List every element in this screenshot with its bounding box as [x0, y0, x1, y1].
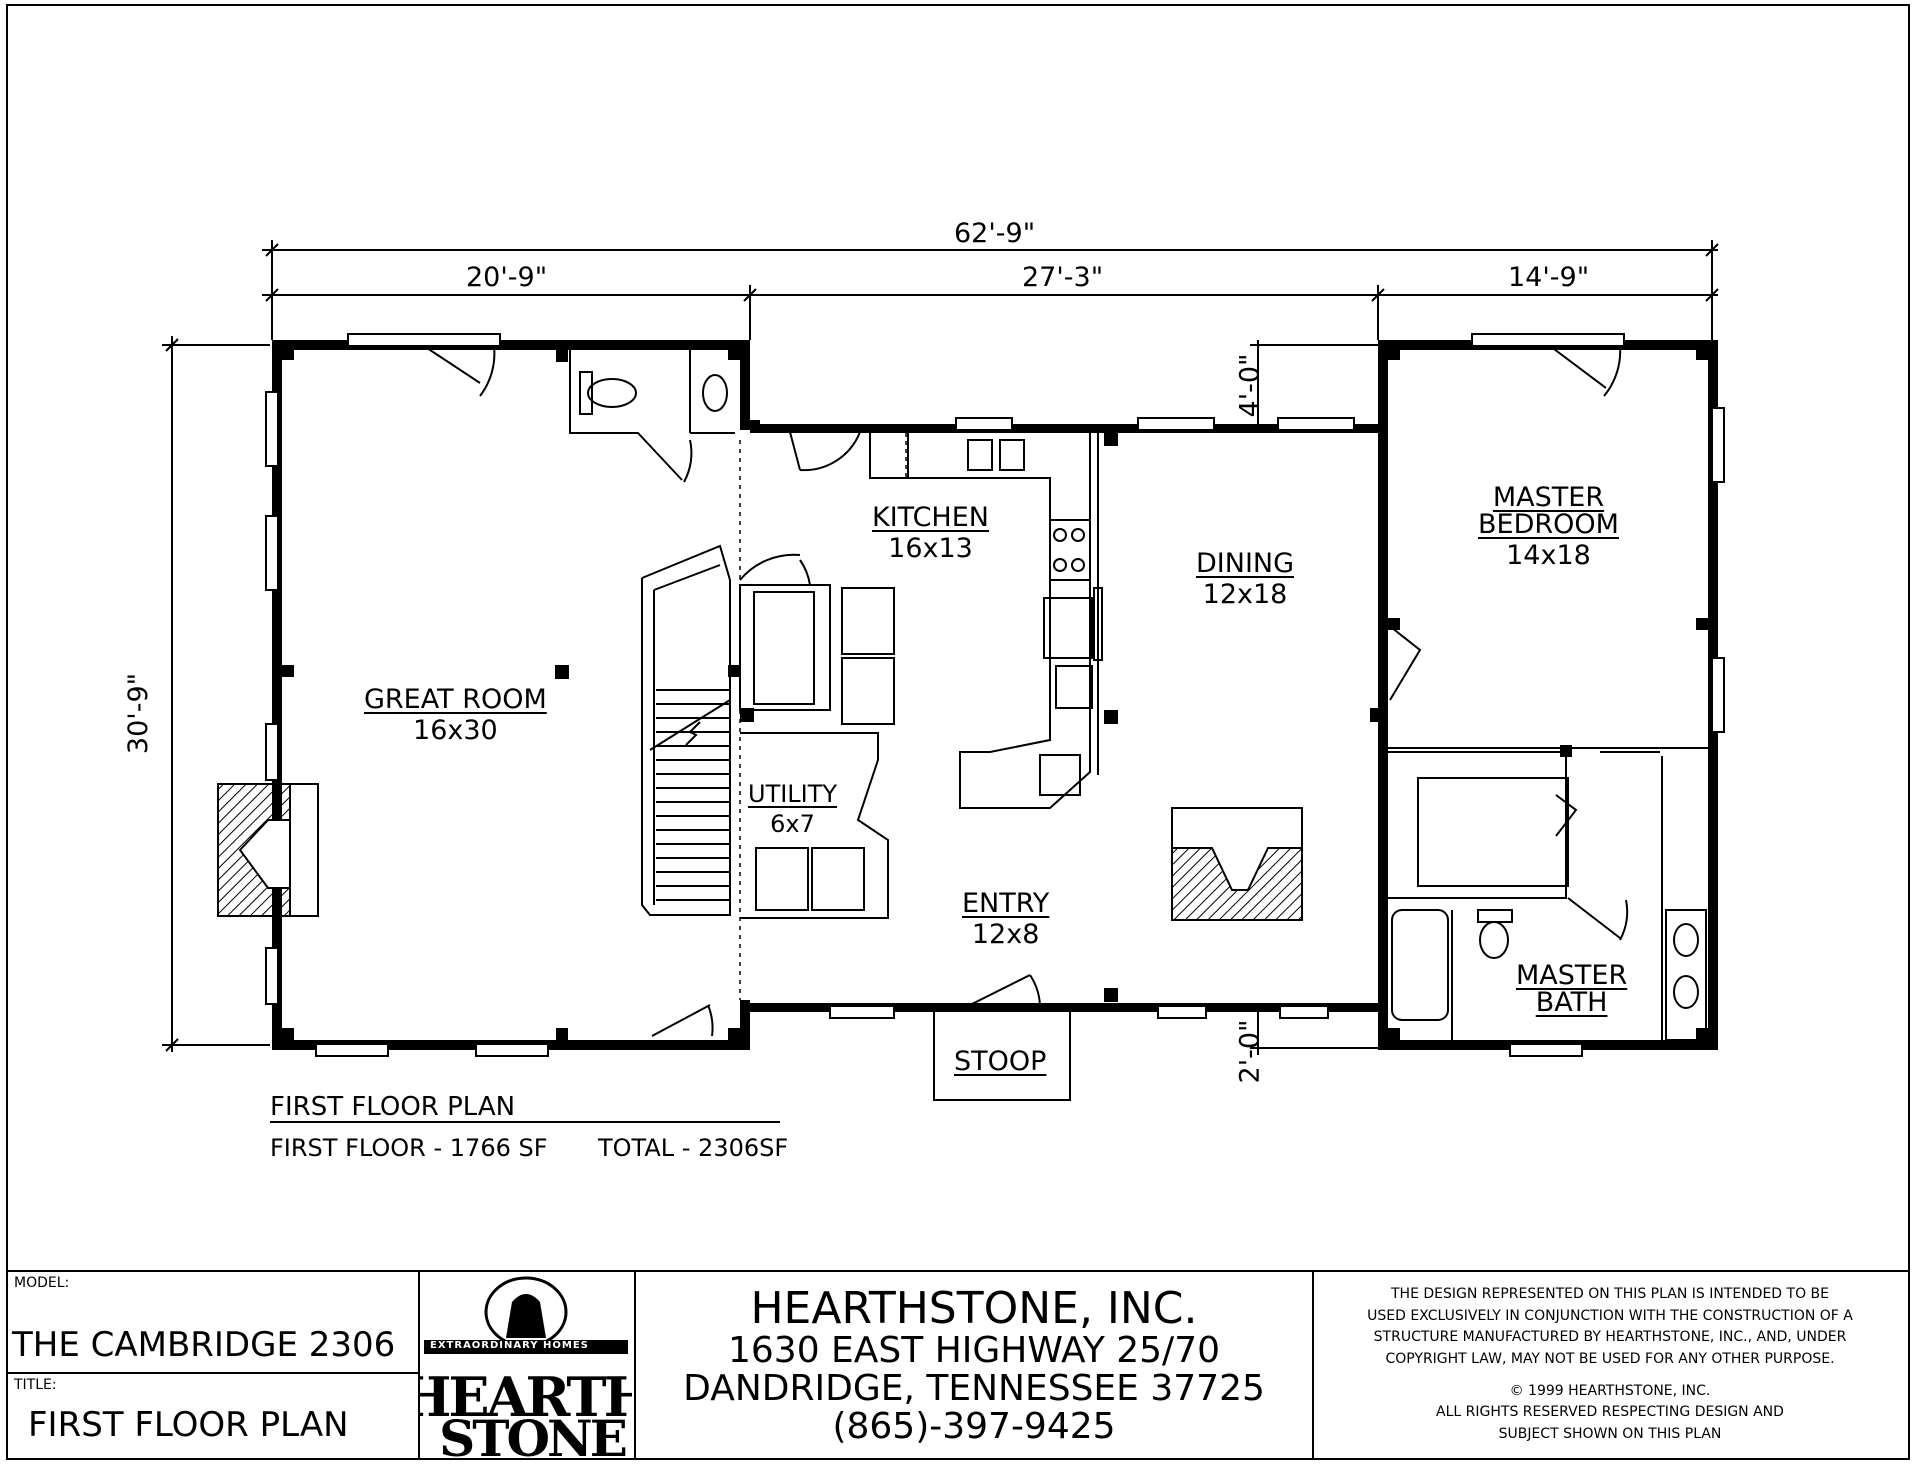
svg-text:STONE: STONE	[439, 1409, 626, 1458]
title-block: MODEL: THE CAMBRIDGE 2306 TITLE: FIRST F…	[6, 1270, 1910, 1464]
room-name: ENTRY	[962, 888, 1050, 919]
hearthstone-logo: HEARTH STONE	[400, 1276, 656, 1464]
dim-bump-bottom: 2'-0"	[1234, 1019, 1266, 1084]
dimension-lines	[162, 240, 1719, 1055]
interior-walls	[423, 345, 1708, 1101]
plan-caption-total: TOTAL - 2306SF	[598, 1134, 789, 1162]
room-size: 12x8	[971, 919, 1040, 950]
logo-tagline: EXTRAORDINARY HOMES	[430, 1340, 589, 1351]
title-label: TITLE:	[14, 1377, 57, 1393]
rights-line: ALL RIGHTS RESERVED RESPECTING DESIGN AN…	[1436, 1404, 1784, 1421]
company-name: HEARTHSTONE, INC.	[750, 1283, 1198, 1334]
fireplaces	[217, 783, 1303, 921]
floor-plan	[162, 240, 1725, 1123]
company-phone: (865)-397-9425	[832, 1405, 1116, 1447]
room-name: GREAT ROOM	[364, 684, 547, 715]
room-name: BEDROOM	[1478, 509, 1619, 540]
dim-bump-top: 4'-0"	[1234, 353, 1266, 418]
plan-caption-first-floor: FIRST FLOOR - 1766 SF	[270, 1134, 548, 1162]
room-name: MASTER	[1492, 482, 1605, 513]
company-address-line2: DANDRIDGE, TENNESSEE 37725	[683, 1367, 1265, 1409]
legal-line: COPYRIGHT LAW, MAY NOT BE USED FOR ANY O…	[1385, 1351, 1835, 1368]
room-name: STOOP	[954, 1046, 1047, 1077]
model-name: THE CAMBRIDGE 2306	[12, 1325, 396, 1365]
room-utility: UTILITY 6x7	[748, 782, 837, 836]
room-size: 12x18	[1202, 579, 1288, 610]
legal-line: USED EXCLUSIVELY IN CONJUNCTION WITH THE…	[1367, 1307, 1853, 1324]
dim-middle: 27'-3"	[1022, 262, 1104, 293]
room-name: BATH	[1535, 987, 1608, 1018]
company-address-line1: 1630 EAST HIGHWAY 25/70	[727, 1330, 1220, 1372]
copyright-notice: © 1999 HEARTHSTONE, INC.	[1509, 1382, 1711, 1399]
title-block-logo-cell: HEARTH STONE EXTRAORDINARY HOMES	[400, 1272, 656, 1464]
room-name: KITCHEN	[872, 502, 989, 533]
room-stoop: STOOP	[954, 1048, 1046, 1075]
room-kitchen: KITCHEN 16x13	[872, 504, 989, 562]
room-name: DINING	[1196, 548, 1295, 579]
room-name: MASTER	[1516, 960, 1628, 991]
windows	[265, 333, 1725, 1057]
legal-line: STRUCTURE MANUFACTURED BY HEARTHSTONE, I…	[1373, 1329, 1847, 1346]
dim-overall: 62'-9"	[954, 218, 1036, 249]
room-size: 16x30	[413, 715, 498, 746]
room-great-room: GREAT ROOM 16x30	[364, 686, 547, 744]
room-dining: DINING 12x18	[1196, 550, 1294, 608]
room-entry: ENTRY 12x8	[962, 890, 1049, 948]
room-size: 16x13	[888, 533, 973, 564]
room-master-bath: MASTER BATH	[1516, 962, 1627, 1016]
dim-depth: 30'-9"	[123, 672, 155, 755]
drawing-frame	[6, 4, 1910, 1460]
dim-right: 14'-9"	[1508, 262, 1590, 293]
rights-line: SUBJECT SHOWN ON THIS PLAN	[1498, 1426, 1722, 1443]
plan-caption-title: FIRST FLOOR PLAN	[270, 1092, 516, 1122]
model-label: MODEL:	[14, 1275, 70, 1291]
room-name: UTILITY	[748, 780, 838, 808]
title-block-model-cell: MODEL: THE CAMBRIDGE 2306 TITLE: FIRST F…	[6, 1272, 420, 1460]
title-name: FIRST FLOOR PLAN	[28, 1405, 349, 1445]
title-block-company-cell: HEARTHSTONE, INC. 1630 EAST HIGHWAY 25/7…	[636, 1272, 1314, 1460]
svg-text:HEARTH: HEARTH	[420, 1365, 632, 1429]
dim-left: 20'-9"	[466, 262, 548, 293]
room-master-bedroom: MASTER BEDROOM 14x18	[1478, 484, 1619, 569]
room-size: 14x18	[1506, 540, 1591, 571]
title-block-legal-cell: THE DESIGN REPRESENTED ON THIS PLAN IS I…	[1314, 1272, 1910, 1460]
legal-line: THE DESIGN REPRESENTED ON THIS PLAN IS I…	[1390, 1286, 1830, 1302]
room-size: 6x7	[770, 810, 815, 838]
